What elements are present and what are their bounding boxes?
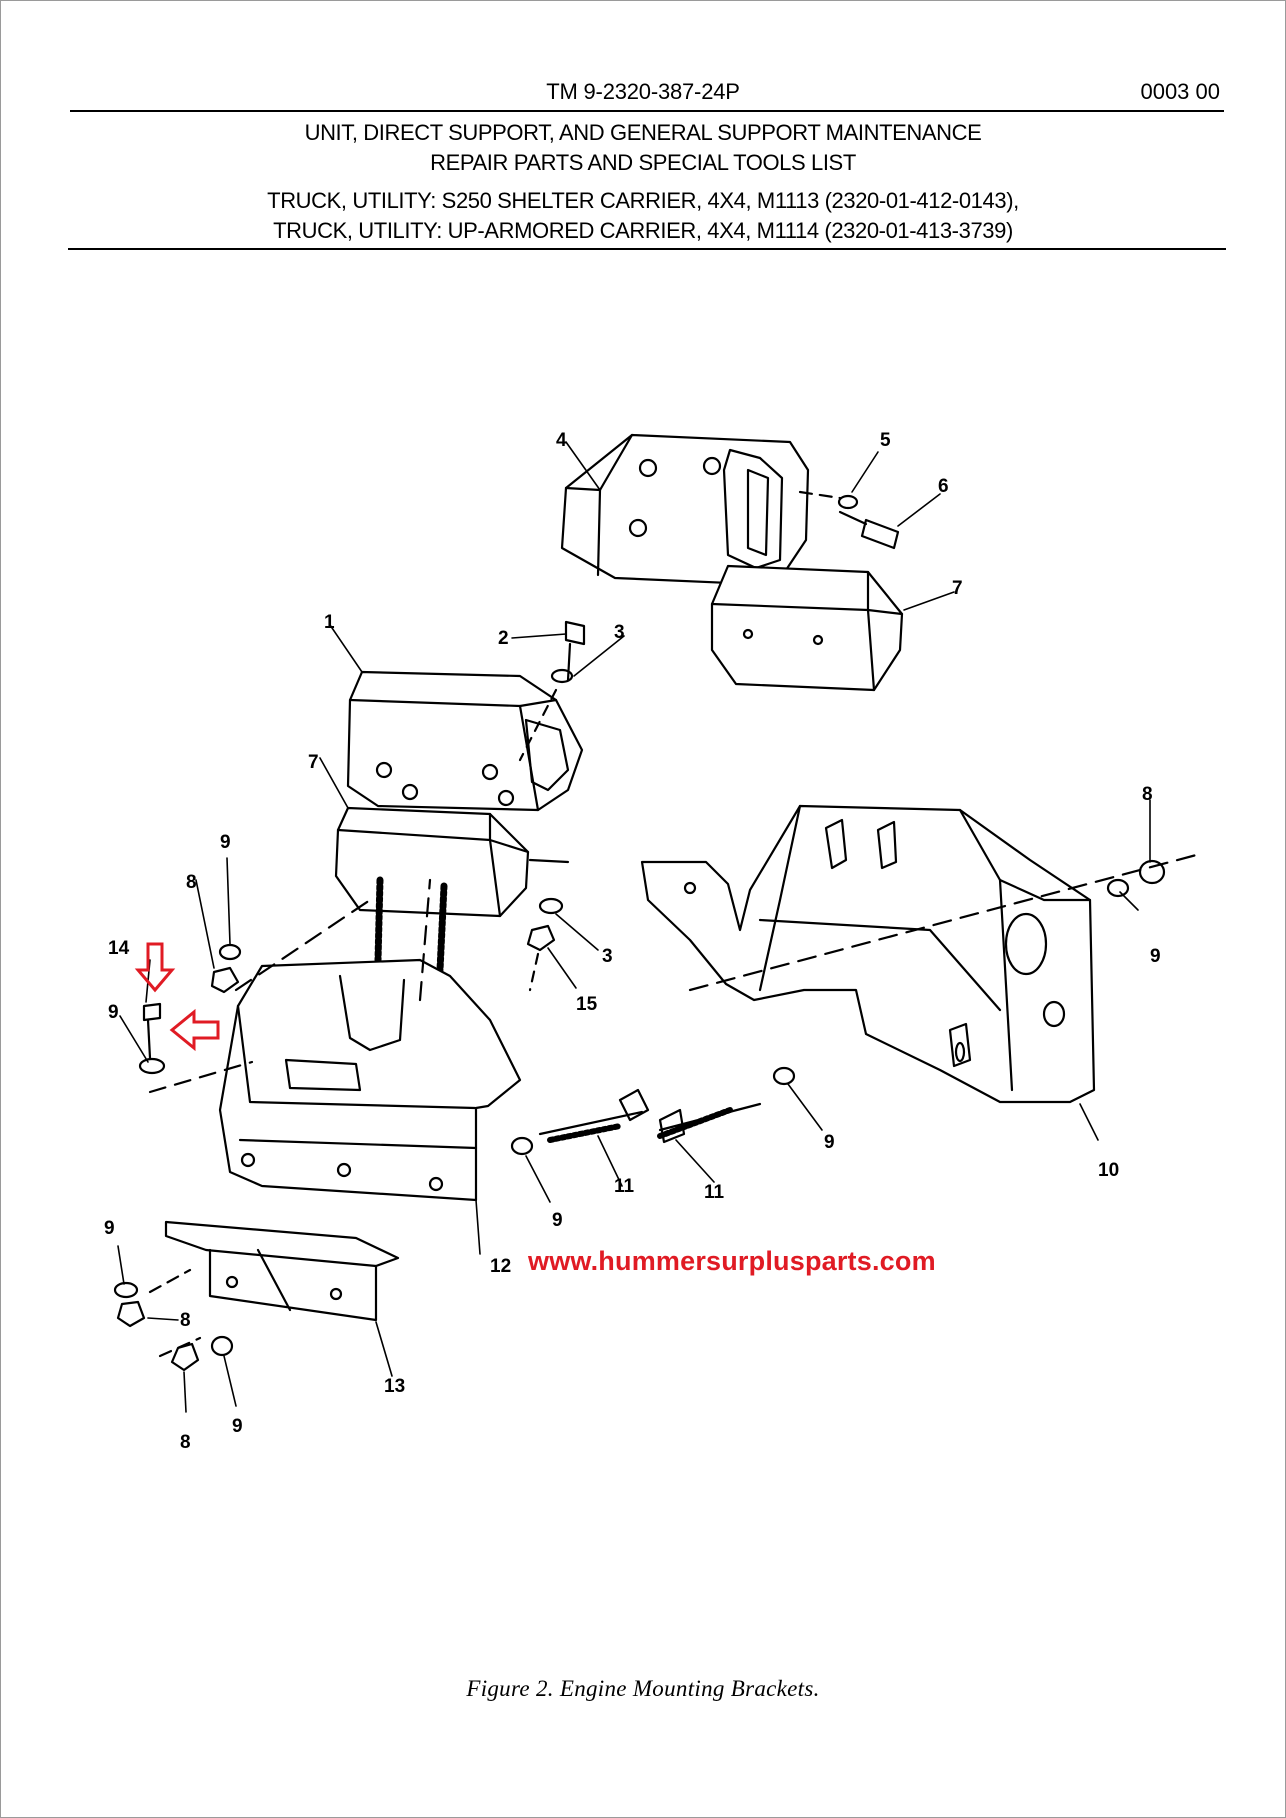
manual-title-line-1: UNIT, DIRECT SUPPORT, AND GENERAL SUPPOR… xyxy=(304,120,982,145)
part-4-upper-bracket xyxy=(560,433,810,587)
part-13-foot-bracket xyxy=(148,1220,400,1358)
vehicle-line-2: TRUCK, UTILITY: UP-ARMORED CARRIER, 4X4,… xyxy=(273,218,1013,243)
callout-label: 9 xyxy=(108,1002,119,1023)
part-7-upper-isolator xyxy=(710,564,904,692)
callout-label: 8 xyxy=(1142,784,1153,805)
callout-label: 11 xyxy=(704,1182,725,1203)
callout-label: 12 xyxy=(490,1256,511,1277)
callout-label: 7 xyxy=(952,578,963,599)
callout-label: 13 xyxy=(384,1376,405,1397)
callout-label: 9 xyxy=(552,1210,563,1231)
header-rule-bottom xyxy=(68,248,1226,250)
part-5-6-fasteners xyxy=(798,490,900,550)
callout-label: 9 xyxy=(104,1218,115,1239)
callout-label: 6 xyxy=(938,476,949,497)
callout-label: 4 xyxy=(556,430,567,451)
callout-label: 2 xyxy=(498,628,509,649)
callout-label: 9 xyxy=(824,1132,835,1153)
callout-label: 7 xyxy=(308,752,319,773)
callout-label: 9 xyxy=(1150,946,1161,967)
part-12-lower-bracket xyxy=(148,878,522,1202)
callout-label: 3 xyxy=(602,946,613,967)
part-11-bolts xyxy=(510,859,1166,1156)
callout-label: 1 xyxy=(324,612,335,633)
callout-label: 15 xyxy=(576,994,598,1015)
callout-label: 8 xyxy=(186,872,197,893)
website-watermark: www.hummersurplusparts.com xyxy=(528,1246,936,1276)
callout-label: 3 xyxy=(614,622,625,643)
manual-title-line-2: REPAIR PARTS AND SPECIAL TOOLS LIST xyxy=(430,150,856,175)
callout-label: 10 xyxy=(1098,1160,1119,1181)
left-arrow-icon xyxy=(169,1008,220,1052)
callout-label: 8 xyxy=(180,1310,191,1331)
callout-label: 14 xyxy=(108,938,130,959)
header-rule-top xyxy=(70,110,1224,112)
callout-label: 9 xyxy=(220,832,231,853)
leader-lines xyxy=(117,441,1151,1413)
left-fasteners xyxy=(113,943,242,1372)
callout-label: 11 xyxy=(614,1176,635,1197)
highlight-arrows xyxy=(134,942,220,1052)
down-arrow-icon xyxy=(134,942,176,993)
vehicle-line-1: TRUCK, UTILITY: S250 SHELTER CARRIER, 4X… xyxy=(267,188,1019,213)
part-1-block xyxy=(346,670,584,812)
callout-label: 8 xyxy=(180,1432,191,1453)
figure-caption: Figure 2. Engine Mounting Brackets. xyxy=(466,1676,820,1701)
part-10-large-bracket xyxy=(640,804,1202,1104)
washer-nut-3-15 xyxy=(526,897,564,992)
callout-label: 5 xyxy=(880,430,891,451)
tm-number: TM 9-2320-387-24P xyxy=(546,79,740,104)
callout-label: 9 xyxy=(232,1416,243,1437)
work-package-number: 0003 00 xyxy=(1140,79,1220,104)
part-7-lower-isolator xyxy=(334,806,570,974)
callout-labels: 4 5 6 7 1 2 3 7 9 8 14 9 3 15 8 9 10 9 1… xyxy=(104,430,1161,1453)
